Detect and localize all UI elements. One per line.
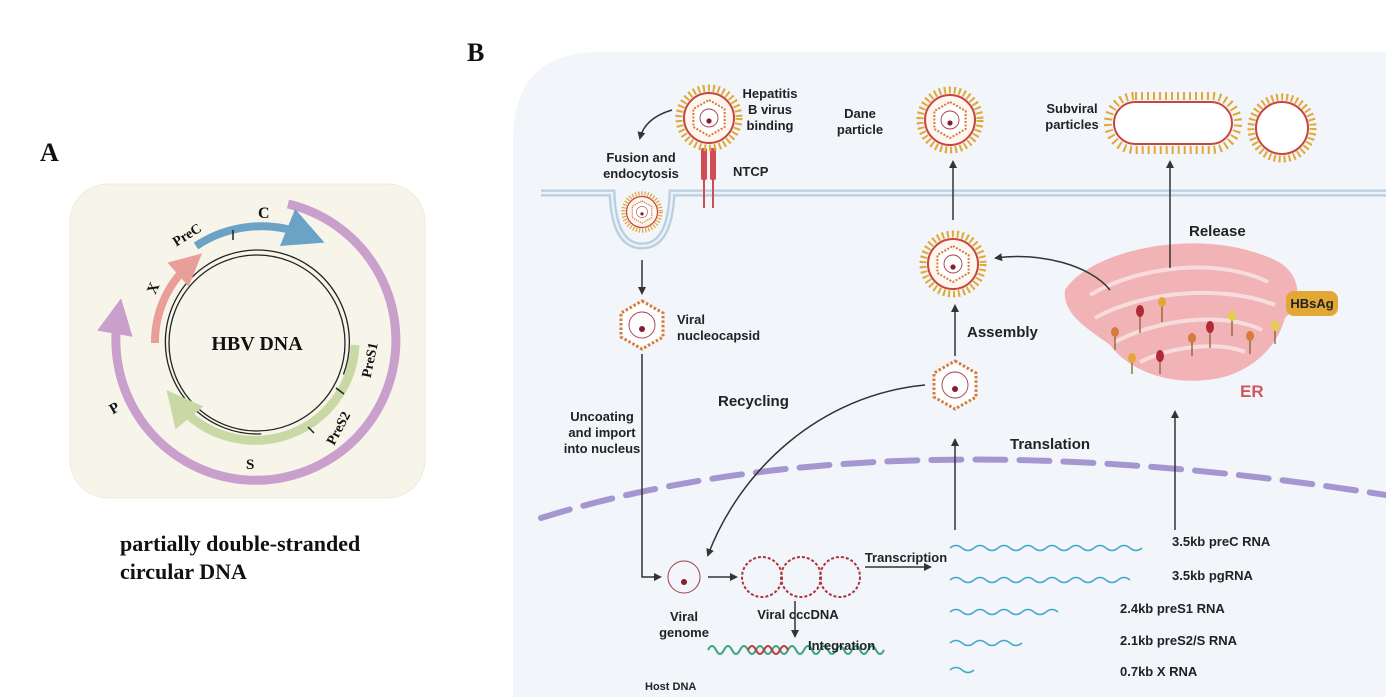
- translation-label: Translation: [1010, 436, 1090, 453]
- hbv-dna-label: HBV DNA: [211, 333, 303, 355]
- nuclear-envelope: [538, 456, 1386, 521]
- pres1-pres2-tick: [335, 387, 345, 395]
- panel-a-background: [69, 183, 426, 499]
- rna-label-3: 2.4kb preS1 RNA: [1120, 601, 1225, 616]
- host-dna-label: Host DNA: [645, 681, 696, 693]
- rna-label-4: 2.1kb preS2/S RNA: [1120, 633, 1238, 648]
- integration-label: Integration: [808, 638, 875, 653]
- s-arc: [166, 344, 360, 445]
- pres2-s-tick: [307, 426, 315, 434]
- er-to-virion-arrow: [994, 253, 1111, 291]
- transcription-label: Transcription: [865, 550, 947, 565]
- inner-strand: [168, 254, 346, 432]
- release-label: Release: [1189, 223, 1246, 240]
- uncoating-arrow: [641, 354, 662, 581]
- panel-a-diagram: HBV DNA PreC C X P S PreS1 PreS2: [69, 183, 426, 499]
- rna-2-4kb-pres1: [949, 608, 1059, 616]
- hbsag-label: HBsAg: [1290, 296, 1333, 311]
- hbsag-proteins: [1111, 297, 1279, 374]
- uncoating-label-3: into nucleus: [564, 441, 641, 456]
- fusion-label-1: Fusion and: [606, 150, 675, 165]
- endoplasmic-reticulum: [1064, 243, 1298, 381]
- rna-3-5kb-prec: [949, 544, 1143, 552]
- subviral-filament: [1104, 92, 1242, 154]
- dane-label-1: Dane: [844, 106, 876, 121]
- rna-2-1kb-pres2s: [949, 639, 1023, 647]
- hbv-binding-label-1: Hepatitis: [743, 86, 798, 101]
- subviral-label-2: particles: [1045, 117, 1098, 132]
- dane-label-2: particle: [837, 122, 883, 137]
- caption-line-2: circular DNA: [120, 559, 247, 584]
- s-label: S: [246, 457, 254, 473]
- ntcp-label: NTCP: [733, 164, 769, 179]
- pres1-label: PreS1: [360, 341, 382, 379]
- host-dna: [707, 645, 885, 655]
- subviral-label-1: Subviral: [1046, 101, 1097, 116]
- uncoating-label-2: and import: [568, 425, 636, 440]
- hbv-binding-label-3: binding: [747, 118, 794, 133]
- viral-cccdna-label: Viral cccDNA: [757, 607, 839, 622]
- plasma-membrane-inner: [541, 191, 1386, 248]
- caption-line-1: partially double-stranded: [120, 531, 361, 556]
- rna-lines: [949, 544, 1143, 674]
- viral-genome-label-2: genome: [659, 625, 709, 640]
- fusion-label-2: endocytosis: [603, 166, 679, 181]
- viral-genome-label-1: Viral: [670, 609, 698, 624]
- recycling-arrow: [706, 384, 926, 557]
- hbsag-badge: [1286, 291, 1338, 316]
- assembly-label: Assembly: [967, 324, 1039, 341]
- host-dna-insert: [747, 645, 789, 655]
- binding-to-fusion-arrow: [637, 109, 673, 140]
- rna-label-5: 0.7kb X RNA: [1120, 664, 1198, 679]
- nucleocapsid-label-1: Viral: [677, 312, 705, 327]
- recycling-label: Recycling: [718, 393, 789, 410]
- panel-a-letter: A: [40, 138, 59, 167]
- subviral-sphere: [1247, 93, 1317, 163]
- rna-3-5kb-pg: [949, 576, 1131, 584]
- c-label: C: [258, 205, 270, 222]
- c-arc: [193, 208, 325, 250]
- panel-a-caption: partially double-stranded circular DNA: [120, 530, 360, 586]
- ntcp-receptor: [701, 148, 716, 208]
- er-label: ER: [1240, 382, 1264, 401]
- rna-label-1: 3.5kb preC RNA: [1172, 534, 1271, 549]
- x-arc: [150, 253, 202, 344]
- uncoating-label-1: Uncoating: [570, 409, 634, 424]
- nucleocapsid-label-2: nucleocapsid: [677, 328, 760, 343]
- p-arc: [97, 199, 401, 485]
- rna-0-7kb-x: [949, 666, 975, 674]
- cccdna: [741, 556, 861, 598]
- hbv-binding-label-2: B virus: [748, 102, 792, 117]
- viral-genome: [667, 560, 701, 594]
- panel-b-letter: B: [467, 38, 485, 67]
- rna-label-2: 3.5kb pgRNA: [1172, 568, 1254, 583]
